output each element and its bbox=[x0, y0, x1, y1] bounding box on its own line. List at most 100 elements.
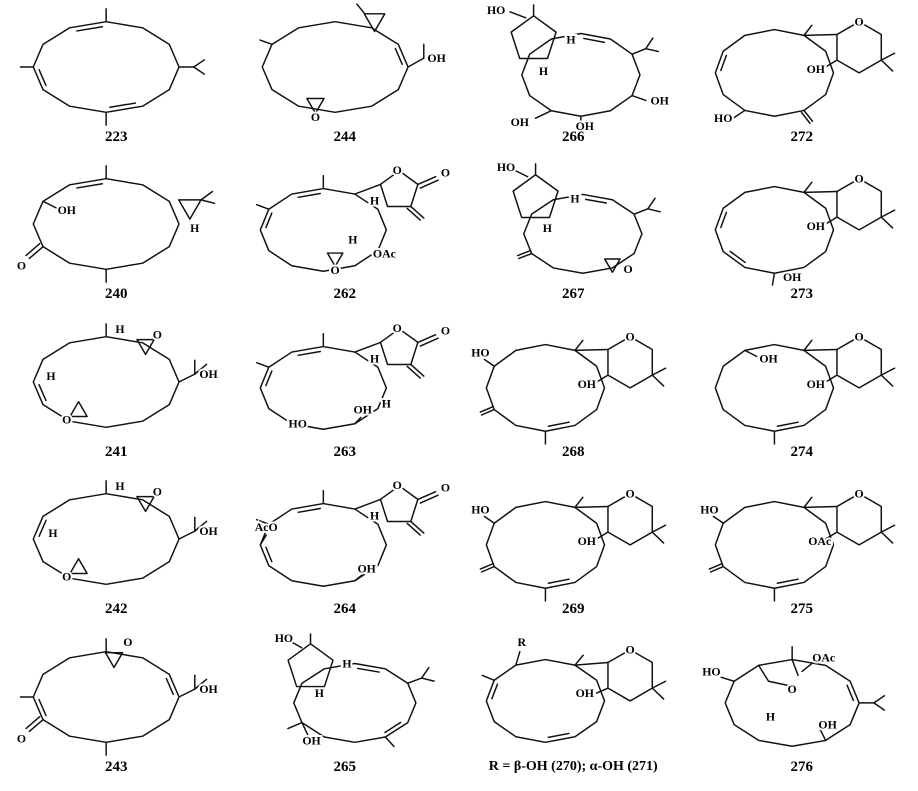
atom-label: AcO bbox=[254, 520, 277, 534]
atom-label: O bbox=[62, 570, 71, 584]
atom-label: H bbox=[766, 709, 775, 723]
structure-drawing: O OH OH bbox=[714, 170, 896, 286]
compound-number: 266 bbox=[562, 129, 585, 145]
atom-label: HO bbox=[702, 664, 720, 678]
compound-number: 269 bbox=[562, 601, 585, 618]
compound-number: 272 bbox=[790, 129, 814, 145]
atom-label: OH bbox=[806, 219, 824, 233]
compound-223: 223 bbox=[2, 2, 231, 159]
atom-label: OH bbox=[783, 271, 801, 285]
atom-label: H bbox=[342, 656, 351, 670]
atom-label: O bbox=[441, 481, 450, 495]
atom-label: HO bbox=[275, 632, 293, 645]
compound-number: 263 bbox=[333, 443, 357, 460]
compound-number: 244 bbox=[333, 129, 357, 145]
compound-number: 223 bbox=[105, 129, 128, 145]
atom-label: H bbox=[116, 322, 125, 336]
compound-number: 274 bbox=[790, 443, 814, 460]
atom-label: O bbox=[441, 166, 450, 180]
atom-label: H bbox=[543, 221, 552, 235]
atom-label: H bbox=[315, 686, 324, 700]
atom-label: OH bbox=[200, 367, 218, 381]
atom-label: HO bbox=[497, 160, 515, 174]
atom-label: O bbox=[626, 642, 635, 656]
atom-label: O bbox=[392, 321, 401, 335]
atom-label: OH bbox=[200, 524, 218, 538]
compound-number: 265 bbox=[333, 758, 357, 775]
atom-label: OH bbox=[576, 686, 594, 700]
atom-label: OAc bbox=[373, 247, 396, 261]
atom-label: OAc bbox=[808, 534, 831, 548]
atom-label: H bbox=[116, 479, 125, 493]
atom-label: HO bbox=[471, 345, 489, 359]
compound-number: 276 bbox=[790, 758, 814, 775]
note-270-271: R = β-OH (270); α-OH (271) bbox=[488, 758, 658, 774]
structure-drawing: HO O OAc bbox=[698, 485, 896, 602]
atom-label: H bbox=[47, 369, 56, 383]
atom-label: O bbox=[787, 682, 796, 696]
compound-number: 243 bbox=[105, 758, 128, 775]
atom-label: HO bbox=[288, 416, 306, 430]
atom-label: H bbox=[370, 351, 379, 365]
compound-number: 240 bbox=[105, 286, 128, 303]
atom-label: O bbox=[854, 172, 863, 186]
atom-label: O bbox=[123, 634, 132, 648]
atom-label: OH bbox=[200, 682, 218, 696]
structure-drawing: HO O OH bbox=[470, 327, 667, 445]
atom-label: OH bbox=[578, 377, 596, 391]
atom-label: H bbox=[348, 233, 357, 247]
atom-label: OH bbox=[302, 733, 320, 747]
atom-label: O bbox=[854, 487, 863, 501]
atom-label: OH bbox=[806, 377, 824, 391]
compound-number: 241 bbox=[105, 443, 128, 460]
atom-label: HO bbox=[487, 3, 505, 17]
atom-label: HO bbox=[700, 503, 718, 517]
atom-label: O bbox=[330, 264, 339, 278]
atom-label: O bbox=[626, 487, 635, 501]
atom-label: H bbox=[370, 508, 379, 522]
atom-label: HO bbox=[714, 111, 732, 125]
atom-label: OH bbox=[427, 51, 445, 65]
atom-label: OH bbox=[511, 115, 529, 129]
atom-label: OH bbox=[353, 402, 371, 416]
atom-label: OH bbox=[58, 204, 76, 218]
atom-label: O bbox=[392, 163, 401, 177]
compound-number: 264 bbox=[333, 601, 357, 618]
atom-label: H bbox=[539, 64, 548, 78]
atom-label: H bbox=[190, 221, 199, 235]
atom-label: H bbox=[571, 192, 580, 206]
atom-label: H bbox=[567, 32, 576, 46]
atom-label: OH bbox=[759, 351, 777, 365]
atom-label: OH bbox=[818, 717, 836, 731]
structure-drawing: OHO bbox=[259, 3, 447, 126]
compound-number: 242 bbox=[105, 601, 128, 618]
atom-label: H bbox=[49, 526, 58, 540]
atom-label: O bbox=[626, 329, 635, 343]
structure-drawing bbox=[19, 8, 206, 126]
atom-label: HO bbox=[471, 503, 489, 517]
atom-label: O bbox=[62, 412, 71, 426]
atom-label: O bbox=[17, 259, 26, 273]
atom-label: OAc bbox=[812, 650, 835, 664]
